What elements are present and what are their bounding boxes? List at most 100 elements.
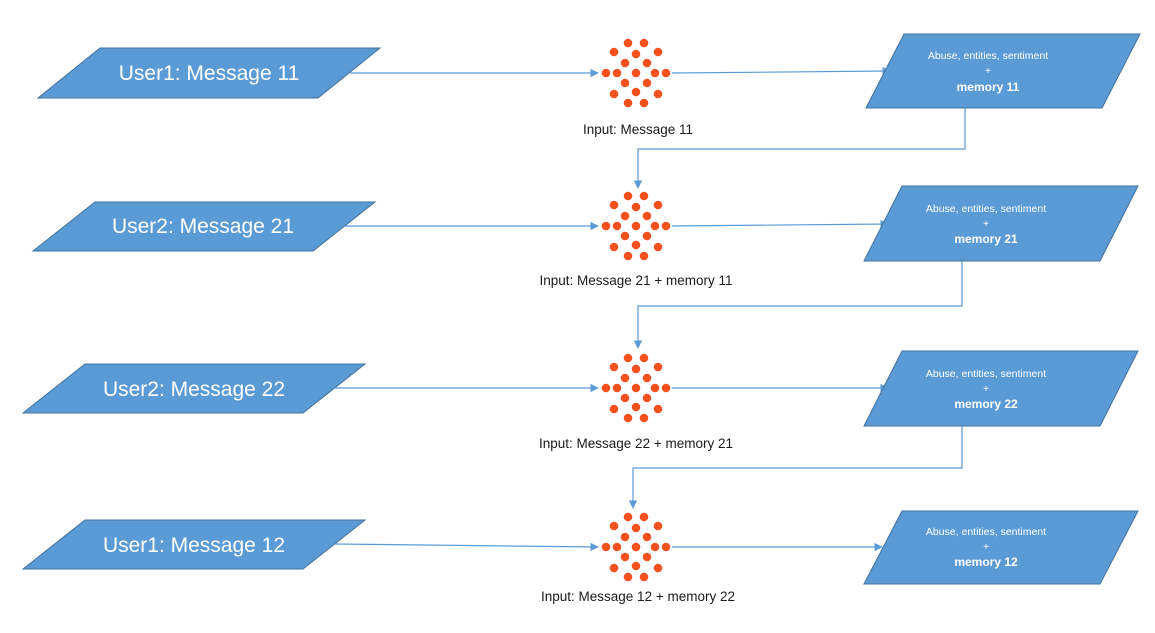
output-result-shape: Abuse, entities, sentiment + memory 11 [865,33,1141,109]
input-message-label: User1: Message 12 [103,534,285,557]
node-dot [642,532,652,542]
output-result-shape: Abuse, entities, sentiment + memory 21 [863,185,1139,262]
node-dot [642,373,652,383]
node-dot [631,68,641,78]
node-input-caption: Input: Message 21 + memory 11 [540,273,733,288]
node-dot [661,542,671,552]
node-dot [631,87,641,97]
node-dot [623,98,633,108]
node-dot [601,383,611,393]
node-dot [620,58,630,68]
node-dot [642,231,652,241]
node-dot [653,47,663,57]
node-input-caption: Input: Message 22 + memory 21 [539,436,733,451]
node-dot [642,211,652,221]
node-dot [609,47,619,57]
node-dot [650,221,660,231]
node-dot [601,68,611,78]
node-dot [623,191,633,201]
input-message-label: User2: Message 22 [103,378,285,401]
node-dot [620,552,630,562]
node-dot [650,383,660,393]
flow-row: User2: Message 22 Input: Message 22 + me… [21,350,1139,509]
node-dot [631,364,641,374]
output-line1: Abuse, entities, sentiment [926,526,1046,538]
node-dot [642,393,652,403]
node-dot [620,393,630,403]
node-dot [609,200,619,210]
flow-row: User2: Message 21 Input: Message 21 + me… [31,185,1139,349]
node-dot [639,512,649,522]
output-memory-label: memory 21 [954,232,1018,246]
node-dot [609,242,619,252]
node-dot [642,552,652,562]
node-dot [631,202,641,212]
node-dot [639,38,649,48]
node-dot [661,221,671,231]
node-dot [642,78,652,88]
node-dot [639,251,649,261]
node-dot [612,383,622,393]
node-dot [631,542,641,552]
node-dot [661,383,671,393]
neural-network-dots-icon [601,38,671,108]
output-memory-label: memory 22 [954,397,1018,411]
output-plus: + [983,542,989,553]
node-dot [653,404,663,414]
node-dot [612,68,622,78]
node-dot [609,362,619,372]
output-result-shape: Abuse, entities, sentiment + memory 12 [863,510,1139,585]
node-dot [609,563,619,573]
output-arrow [671,66,891,76]
node-dot [620,78,630,88]
output-memory-label: memory 12 [954,555,1018,569]
input-message-label: User2: Message 21 [112,215,294,238]
output-line1: Abuse, entities, sentiment [926,203,1046,215]
output-line1: Abuse, entities, sentiment [926,368,1046,380]
node-dot [631,523,641,533]
node-input-caption: Input: Message 11 [583,122,693,137]
memory-feedback-arrow [628,426,963,509]
memory-feedback-arrow [633,261,963,349]
output-plus: + [983,219,989,230]
node-dot [631,561,641,571]
node-dot [620,231,630,241]
node-dot [620,211,630,221]
output-plus: + [985,66,991,77]
node-dot [609,404,619,414]
neural-network-dots-icon [601,353,671,423]
node-dot [653,563,663,573]
node-dot [653,89,663,99]
node-dot [631,383,641,393]
node-dot [653,242,663,252]
memory-feedback-arrow [633,108,966,189]
flow-row: User1: Message 11 Input: Message 11 Abus… [36,33,1141,189]
output-plus: + [983,384,989,395]
node-dot [653,521,663,531]
output-memory-label: memory 11 [957,80,1020,94]
input-arrow [334,542,599,552]
node-dot [653,200,663,210]
node-dot [639,353,649,363]
neural-network-dots-icon [601,191,671,261]
node-input-caption: Input: Message 12 + memory 22 [541,589,735,604]
node-dot [612,221,622,231]
node-dot [620,373,630,383]
node-dot [631,240,641,250]
node-dot [601,542,611,552]
input-message-shape: User2: Message 21 [31,201,377,252]
node-dot [612,542,622,552]
node-dot [623,512,633,522]
node-dot [650,542,660,552]
node-dot [609,521,619,531]
output-result-shape: Abuse, entities, sentiment + memory 22 [863,350,1139,427]
node-dot [639,572,649,582]
node-dot [609,89,619,99]
node-dot [639,413,649,423]
input-message-shape: User2: Message 22 [21,363,367,414]
output-line1: Abuse, entities, sentiment [928,50,1048,62]
output-arrow [671,219,889,229]
input-message-label: User1: Message 11 [119,62,300,85]
node-dot [631,402,641,412]
